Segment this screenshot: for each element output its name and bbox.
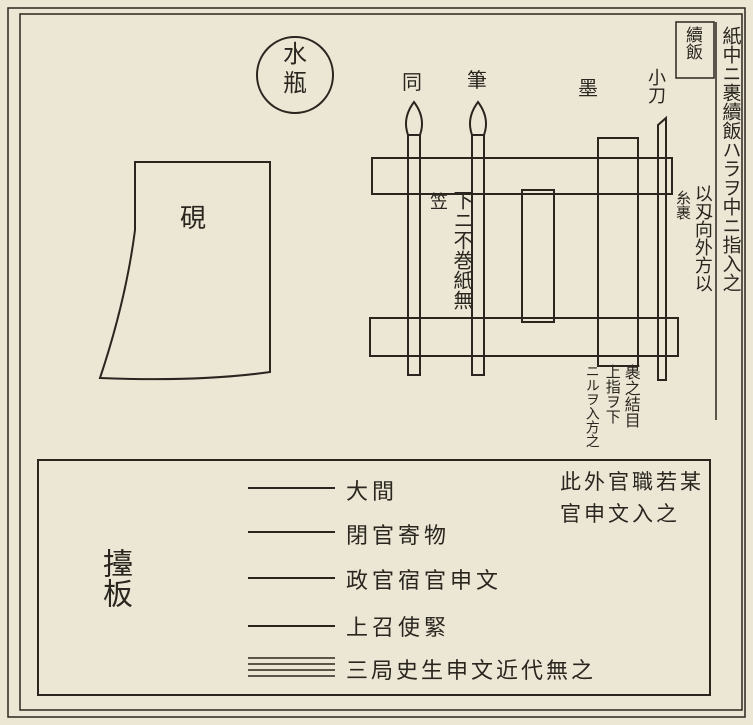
brush-same-label: 同 — [402, 70, 422, 94]
inner-frame — [19, 13, 743, 711]
knot-note-col3: ニルヲ入方之 — [583, 364, 600, 448]
ink-stick — [597, 137, 639, 367]
inkstone-label: 硯 — [180, 204, 207, 234]
knife-label: 小刀 — [645, 68, 666, 104]
brush-shaft-left — [407, 134, 421, 376]
knife-note: 以刄向外方以 — [691, 184, 713, 292]
knife-note-2: 糸裹 — [674, 190, 692, 220]
margin-box — [675, 21, 715, 79]
knot-note-col1: 裹之結目 — [621, 364, 641, 428]
knot-note-col2: 上指ヲ下 — [603, 364, 622, 424]
board-entry-3: 政官宿官申文 — [346, 569, 503, 594]
ink-label: 墨 — [578, 76, 598, 100]
brush-label: 筆 — [467, 68, 487, 92]
stand-top-bar — [371, 157, 673, 195]
margin-note: 紙中ニ裹續飯ハラヲ中ニ指入之 — [719, 26, 742, 292]
outer-frame — [7, 7, 746, 718]
board-label: 擡板 — [97, 548, 132, 608]
brush-note: 下ニ不巻紙無 — [450, 190, 474, 310]
stand-bottom-bar — [369, 317, 679, 357]
water-bottle-seal — [256, 36, 334, 114]
margin-box-label: 續飯 — [682, 26, 702, 60]
inkstone-shape — [98, 161, 271, 381]
board-side-note-1: 此外官職若某 — [560, 470, 704, 494]
water-bottle-label: 水瓶 — [283, 40, 307, 97]
board-side-note-2: 官申文入之 — [560, 502, 680, 526]
board-entry-2: 閉官寄物 — [346, 524, 451, 549]
board-entry-4: 上召使緊 — [346, 616, 451, 641]
knife-blade — [657, 115, 667, 381]
brush-note-top: 笠 — [427, 192, 448, 210]
brush-tip-right — [469, 100, 487, 136]
board-entry-1: 大間 — [346, 480, 399, 505]
board-entry-5: 三局史生申文近代無之 — [346, 659, 597, 684]
stand-center-post — [521, 189, 555, 323]
board-frame — [37, 459, 711, 696]
brush-tip-left — [405, 100, 423, 136]
